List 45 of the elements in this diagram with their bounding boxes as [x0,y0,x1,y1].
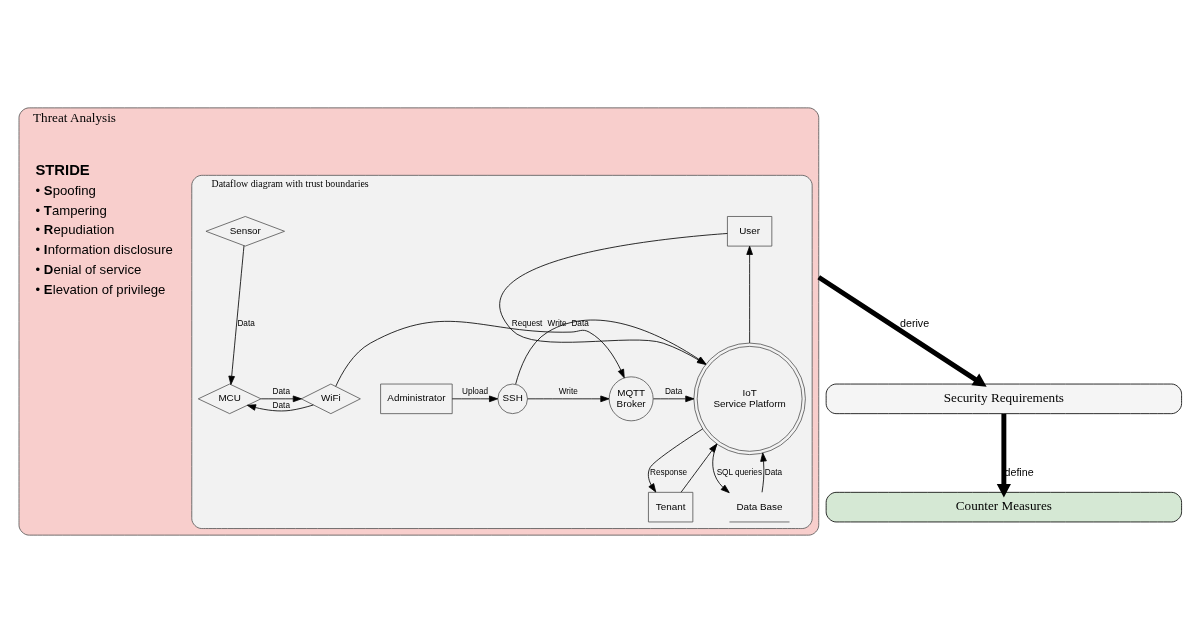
arrow [760,452,767,493]
node-circle: MQTT Broker [608,376,654,422]
node-box: Counter Measures [825,491,1182,523]
arrow [680,443,718,493]
edge-label: Data [764,468,783,478]
edge-label: Response [650,468,688,478]
label: • Information disclosure [35,242,173,258]
node-box: Security Requirements [825,383,1182,415]
node-circle: SSH [497,383,528,415]
edge-label: Data [664,386,683,396]
arrow [647,428,704,493]
node-box: Administrator [380,383,453,415]
arrow [246,404,314,412]
node-diamond: Sensor [205,216,285,247]
label: STRIDE [35,161,90,178]
node-diamond: WiFi [300,383,361,415]
node-diamond: MCU [197,383,262,415]
label: • Spoofing [35,182,96,198]
edge-label: Data [237,319,255,329]
node-text: Data Base [736,500,783,512]
arrow [712,443,730,494]
label: • Denial of service [35,261,142,277]
edge-label: Data [571,319,589,329]
arrow [653,395,695,403]
edge-label: SQL queries [716,468,763,478]
arrow [746,245,753,344]
arrow [335,320,625,387]
node-box: Tenant [648,491,694,523]
label: • Tampering [35,202,107,218]
edge-label: Request [511,319,543,329]
edge-label: Write [547,319,567,329]
edge-label: Data [272,386,290,396]
label: • Repudiation [35,222,115,238]
arrow [260,395,302,403]
arrow [527,395,610,403]
edge-label: Data [272,400,290,410]
edge-label: derive [900,317,930,330]
node-box: User [727,216,773,247]
arrow [228,245,245,385]
arrow [451,395,499,403]
edge-label: Upload [462,386,489,396]
label: • Elevation of privilege [35,281,166,297]
arrow [817,275,987,387]
arrow [996,413,1011,498]
edge-label: Write [558,386,578,396]
